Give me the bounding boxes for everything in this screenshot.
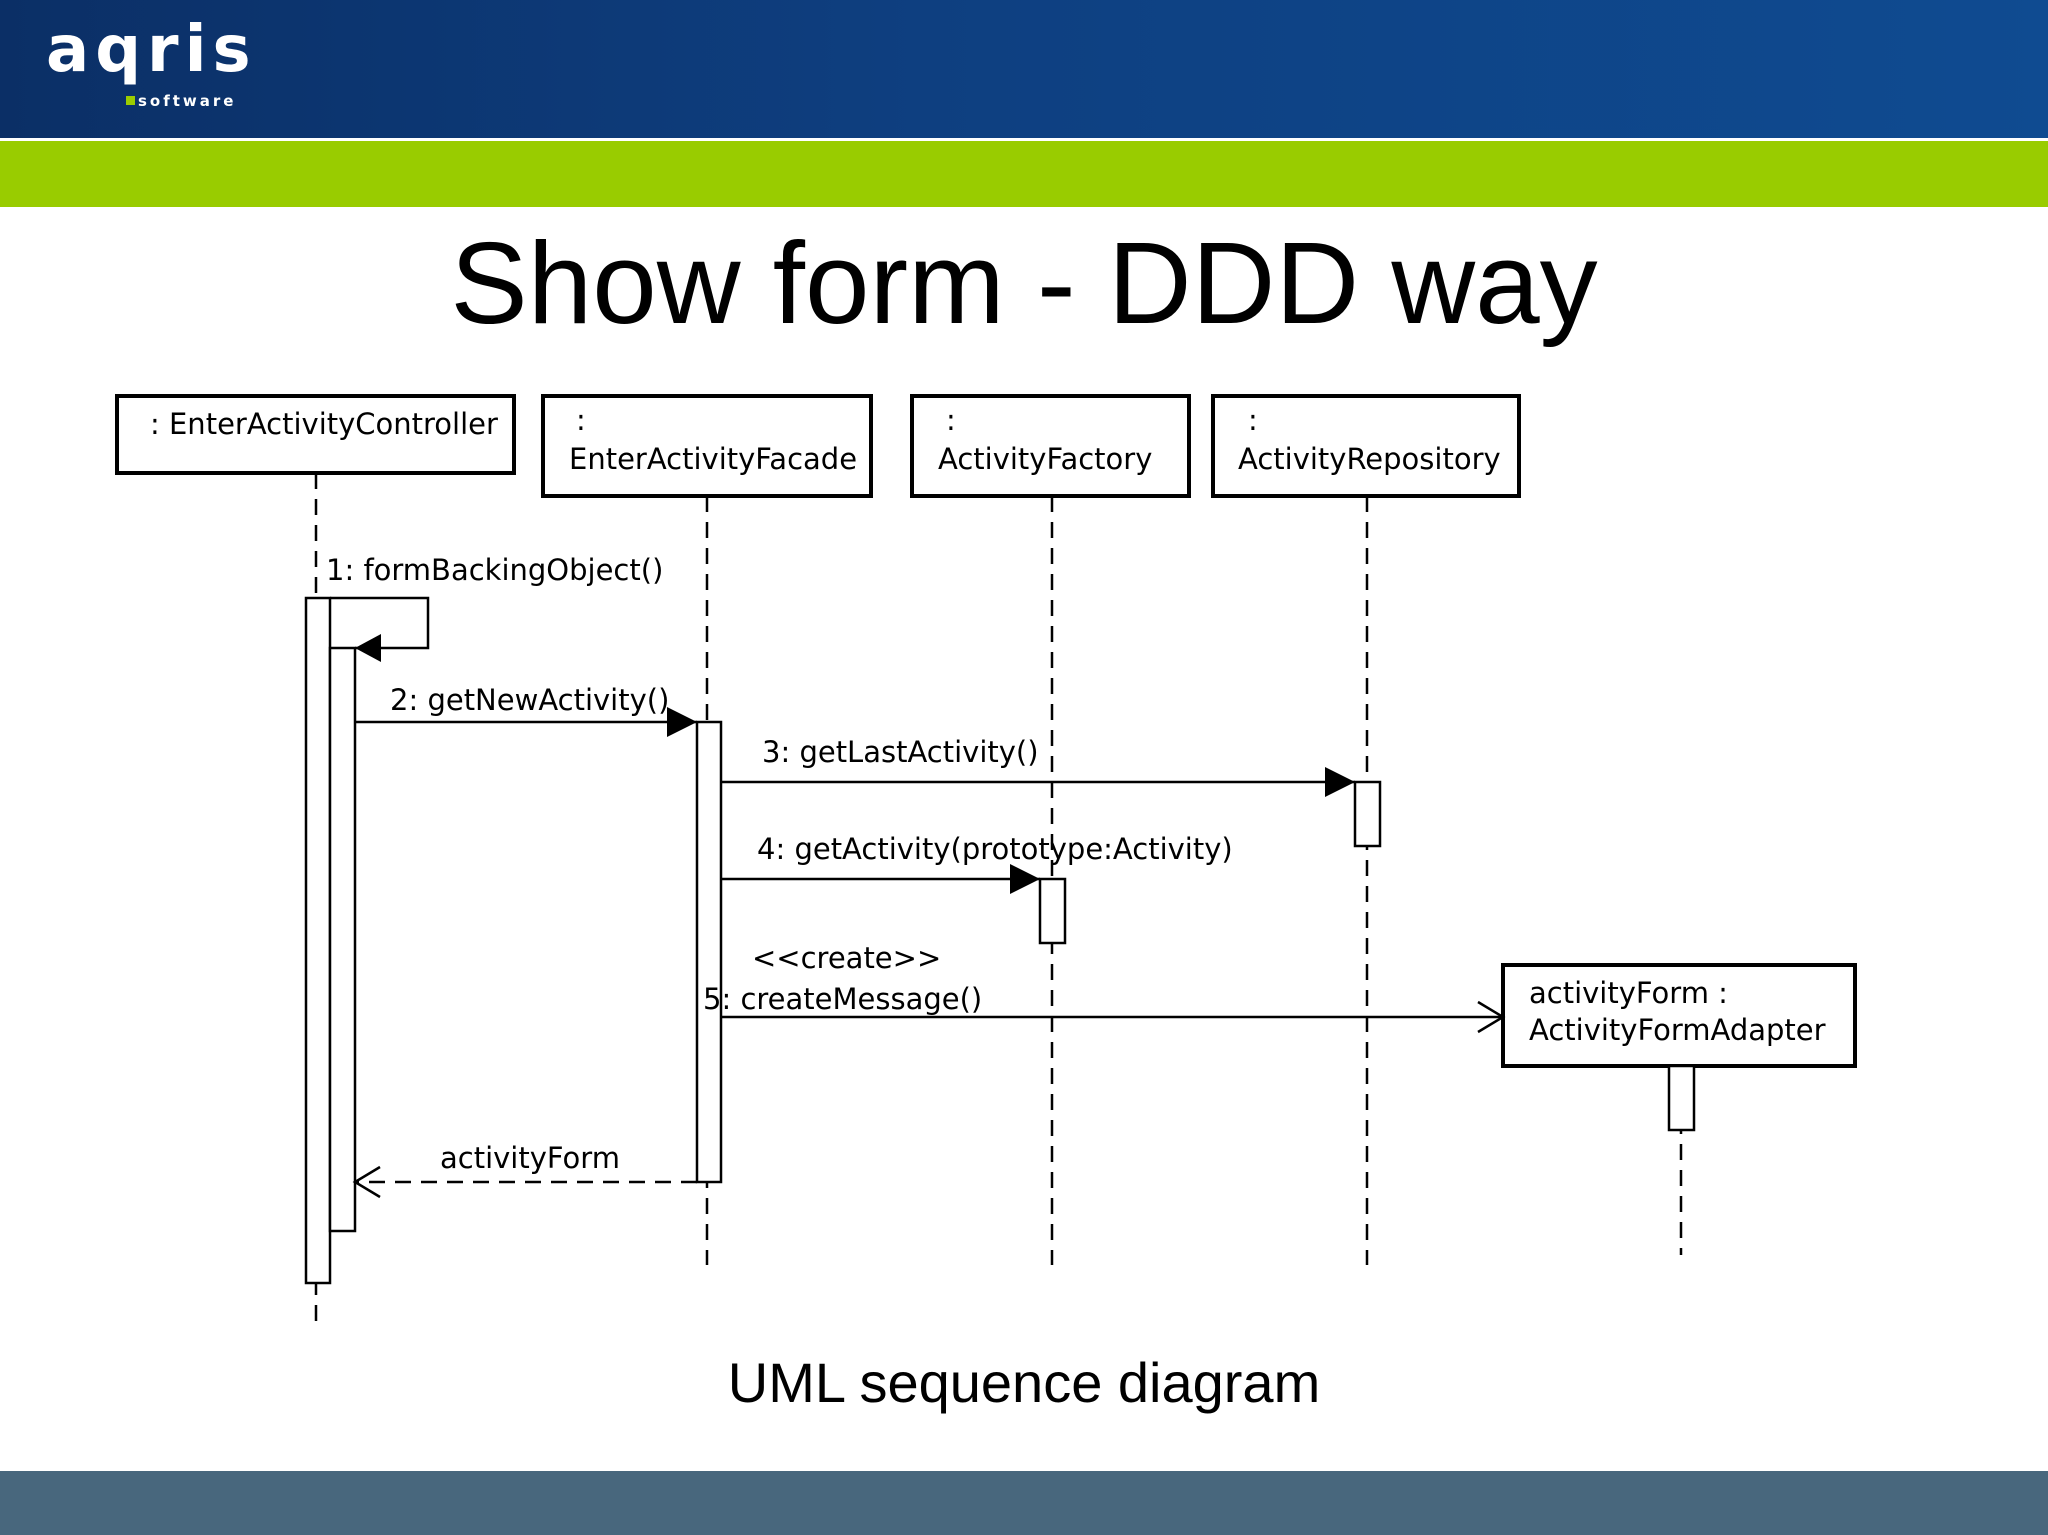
lifeline-head-label: ActivityRepository (1238, 442, 1501, 476)
lifeline-enter-activity-facade: : EnterActivityFacade (541, 394, 873, 1265)
arrowhead-filled-icon (355, 634, 381, 662)
activation-bar (695, 720, 723, 1184)
message-label: 5: createMessage() (703, 982, 982, 1016)
lifeline-activity-repository: : ActivityRepository (1211, 394, 1521, 1265)
message-5-create: <<create>> 5: createMessage() (703, 941, 1506, 1034)
message-1: 1: formBackingObject() (326, 553, 663, 662)
diagram-caption: UML sequence diagram (727, 1351, 1321, 1414)
lifeline-head-box (1211, 394, 1521, 498)
activation-bar (1038, 877, 1067, 945)
activation-bar-nested (328, 646, 357, 1233)
activation-bar (304, 596, 332, 1285)
message-label: 2: getNewActivity() (390, 683, 669, 717)
message-2: 2: getNewActivity() (355, 683, 697, 737)
lifeline-head-colon: : (576, 403, 586, 437)
logo-tagline: software (138, 92, 237, 110)
arrowhead-filled-icon (1325, 767, 1355, 797)
lifeline-head-box (541, 394, 873, 498)
lifeline-head-label: : EnterActivityController (150, 407, 498, 441)
lifeline-head-colon: : (946, 403, 956, 437)
logo-square-icon (126, 96, 135, 105)
lifeline-activity-form-adapter: activityForm : ActivityFormAdapter (1501, 963, 1857, 1255)
message-arrow (330, 596, 430, 650)
message-label: 4: getActivity(prototype:Activity) (757, 832, 1233, 866)
logo-wordmark: aqris (46, 13, 257, 87)
footer-bar (0, 1471, 2048, 1535)
arrowhead-open-icon (352, 1165, 381, 1199)
activation-bar (1667, 1064, 1696, 1132)
lifeline-head-label-line1: activityForm : (1529, 976, 1728, 1010)
lifeline-head-box (910, 394, 1191, 498)
slide-title: Show form - DDD way (450, 218, 1598, 348)
message-return: activityForm (352, 1141, 697, 1199)
lifeline-head-label: EnterActivityFacade (569, 442, 857, 476)
lifeline-enter-activity-controller: : EnterActivityController (115, 394, 516, 1325)
message-label: 3: getLastActivity() (762, 735, 1039, 769)
message-stereotype: <<create>> (752, 941, 941, 975)
lifeline-activity-factory: : ActivityFactory (910, 394, 1191, 1265)
aqris-logo: aqris software (46, 18, 256, 118)
message-label: activityForm (440, 1141, 620, 1175)
message-label: 1: formBackingObject() (326, 553, 663, 587)
activation-bar (1353, 780, 1382, 848)
lifeline-head-label: ActivityFactory (938, 442, 1152, 476)
arrowhead-filled-icon (667, 707, 697, 737)
header-bar: aqris software (0, 0, 2048, 138)
message-3: 3: getLastActivity() (721, 735, 1355, 797)
accent-band (0, 141, 2048, 207)
arrowhead-filled-icon (1010, 864, 1040, 894)
arrowhead-open-icon (1477, 1000, 1506, 1034)
lifeline-head-colon: : (1248, 403, 1258, 437)
lifeline-head-label-line2: ActivityFormAdapter (1529, 1013, 1826, 1047)
sequence-diagram: : EnterActivityController : EnterActivit… (115, 394, 1857, 1325)
message-4: 4: getActivity(prototype:Activity) (721, 832, 1233, 894)
